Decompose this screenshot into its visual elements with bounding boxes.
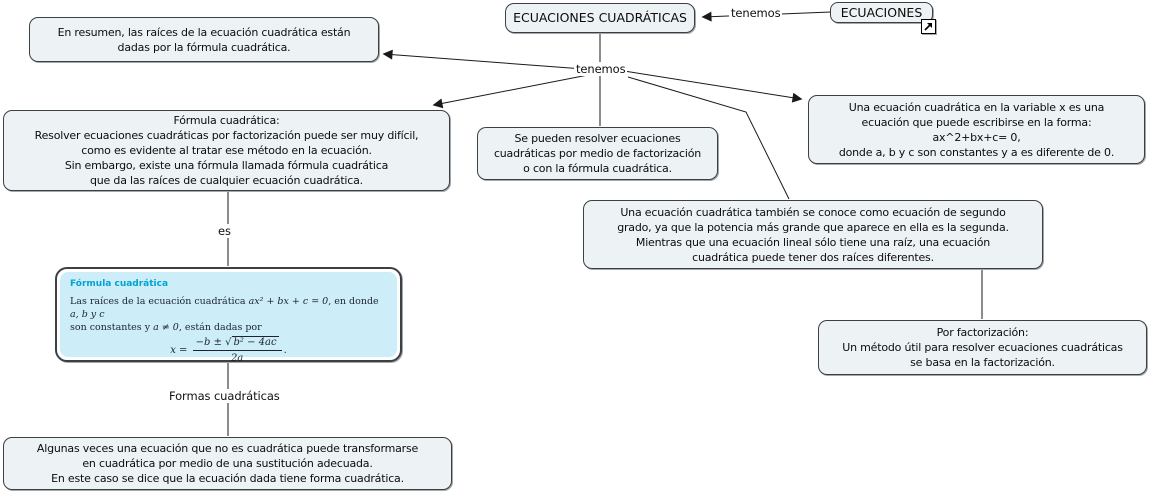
node-ecuacion-variable-x[interactable]: Una ecuación cuadrática en la variable x… [808, 95, 1145, 164]
northeast-arrow-icon [924, 23, 932, 31]
node-formula-descripcion[interactable]: Fórmula cuadrática: Resolver ecuaciones … [3, 110, 450, 191]
formula-body-line1: Las raíces de la ecuación cuadrática ax²… [70, 296, 379, 320]
formula-definition: Fórmula cuadrática Las raíces de la ecua… [60, 272, 397, 364]
link-label-formas-cuadraticas[interactable]: Formas cuadráticas [167, 389, 282, 403]
formula-title: Fórmula cuadrática [70, 279, 169, 289]
node-segundo-grado[interactable]: Una ecuación cuadrática también se conoc… [583, 200, 1043, 269]
link-label-tenemos-top[interactable]: tenemos [729, 6, 783, 20]
link-label-tenemos-mid[interactable]: tenemos [574, 62, 628, 76]
resource-link-icon[interactable] [921, 19, 936, 34]
node-por-factorizacion[interactable]: Por factorización: Un método útil para r… [818, 320, 1147, 375]
node-resumen[interactable]: En resumen, las raíces de la ecuación cu… [29, 17, 379, 62]
node-ecuaciones-cuadraticas[interactable]: ECUACIONES CUADRÁTICAS [505, 3, 695, 33]
node-ecuaciones[interactable]: ECUACIONES [830, 2, 933, 23]
node-formula-cuadratica-imagen[interactable]: Fórmula cuadrática Las raíces de la ecua… [55, 267, 402, 364]
formula-body-line2: son constantes y a ≠ 0, están dadas por [70, 322, 262, 333]
node-se-pueden-resolver[interactable]: Se pueden resolver ecuaciones cuadrática… [477, 127, 718, 180]
link-label-es[interactable]: es [216, 224, 233, 238]
node-forma-cuadratica[interactable]: Algunas veces una ecuación que no es cua… [3, 437, 452, 490]
